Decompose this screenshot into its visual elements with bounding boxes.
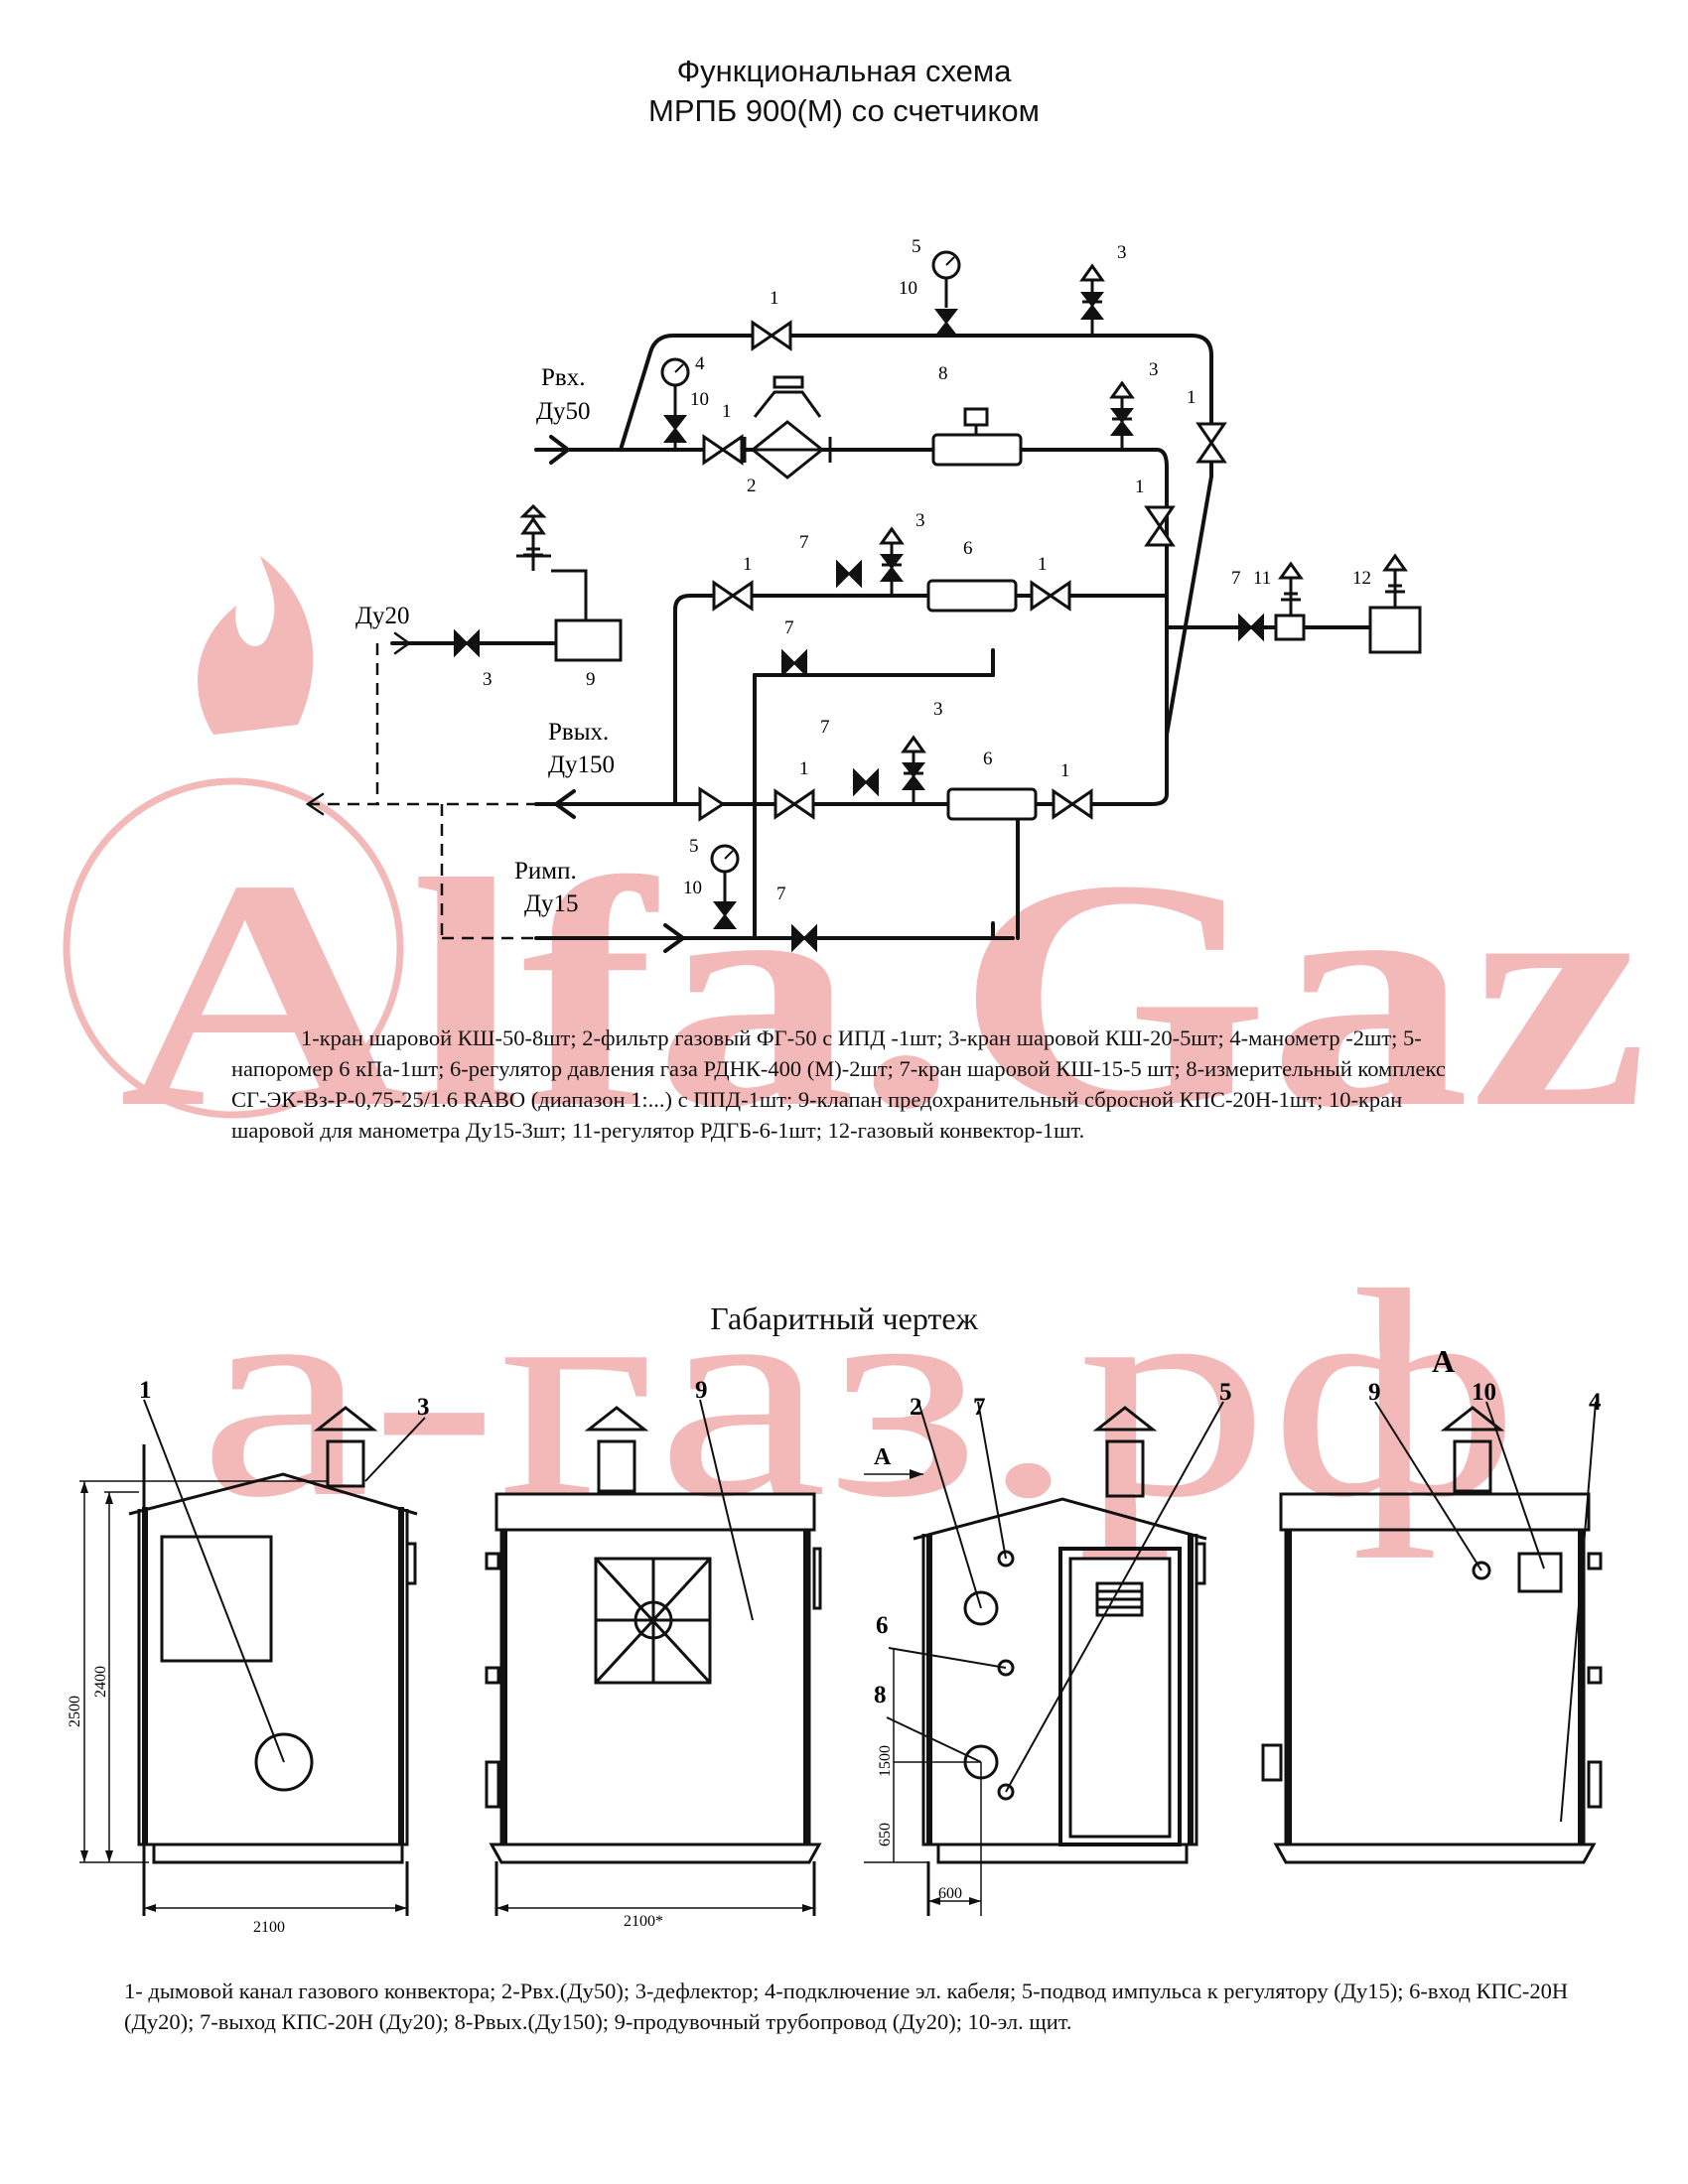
marker-9: 9 (586, 669, 596, 690)
marker-4: 4 (695, 353, 705, 374)
marker-10: 10 (683, 878, 702, 898)
marker-1: 1 (743, 554, 753, 575)
part-6: 6 (876, 1612, 889, 1639)
dim-2400: 2400 (92, 1666, 109, 1698)
marker-7: 7 (784, 617, 794, 638)
vent-size: Ду20 (355, 603, 410, 629)
watermark-flame-icon (198, 556, 314, 735)
marker-8: 8 (938, 363, 948, 384)
marker-3: 3 (1117, 242, 1127, 263)
part-7: 7 (973, 1394, 986, 1421)
view-arrow-label: А (874, 1444, 892, 1470)
marker-3: 3 (933, 699, 943, 720)
watermark-ring (63, 777, 404, 1119)
marker-5: 5 (912, 236, 921, 257)
dim-2500: 2500 (67, 1696, 83, 1727)
part-9-back: 9 (1368, 1379, 1381, 1406)
marker-7: 7 (799, 532, 809, 553)
dim-2100-star: 2100* (624, 1913, 663, 1930)
marker-1: 1 (799, 758, 809, 779)
marker-6: 6 (963, 538, 973, 559)
marker-1: 1 (1187, 387, 1196, 408)
dim-650: 650 (877, 1823, 894, 1846)
marker-12: 12 (1352, 568, 1371, 589)
view-side-left (128, 1406, 418, 1916)
impulse-size: Ду15 (524, 890, 579, 917)
marker-7: 7 (1231, 568, 1241, 589)
marker-1: 1 (770, 288, 779, 309)
view-letter: А (1432, 1350, 1455, 1379)
marker-3: 3 (915, 510, 925, 531)
dimension-drawing: 2500 2400 2100 2100* 1500 650 600 1 3 9 … (67, 1350, 1603, 1936)
part-9: 9 (695, 1377, 708, 1404)
outlet-size: Ду150 (548, 751, 615, 778)
outlet-label: Рвых. (548, 719, 609, 746)
marker-11: 11 (1253, 568, 1271, 589)
part-4: 4 (1589, 1389, 1602, 1416)
marker-10: 10 (690, 389, 709, 410)
inlet-size: Ду50 (536, 398, 591, 425)
part-10: 10 (1472, 1379, 1496, 1406)
filter-symbol (743, 375, 832, 479)
watermark-logo: Alfa.Gaz (119, 813, 1648, 1175)
marker-7: 7 (776, 884, 786, 904)
marker-6: 6 (983, 749, 993, 769)
dim-600: 600 (938, 1885, 962, 1902)
part-2: 2 (910, 1394, 922, 1421)
view-side-right (913, 1406, 1207, 1916)
inlet-label: Рвх. (541, 364, 585, 391)
view-back (1261, 1406, 1603, 1864)
marker-10: 10 (899, 278, 917, 299)
impulse-label: Римп. (514, 858, 577, 885)
part-1: 1 (139, 1377, 152, 1404)
marker-1: 1 (722, 401, 732, 422)
part-3: 3 (417, 1394, 430, 1421)
marker-7: 7 (820, 717, 830, 738)
drawing-title: Габаритный чертеж (710, 1300, 978, 1336)
scheme-legend: 1-кран шаровой КШ-50-8шт; 2-фильтр газов… (231, 1025, 1446, 1143)
marker-1: 1 (1135, 477, 1145, 497)
scheme-title-line2: МРПБ 900(М) со счетчиком (648, 93, 1040, 128)
marker-2: 2 (747, 476, 757, 496)
marker-5: 5 (689, 836, 699, 857)
marker-1: 1 (1038, 554, 1048, 575)
functional-scheme: Рвх. Ду50 Рвых. Ду150 Римп. Ду15 Ду20 1 … (305, 236, 1422, 953)
drawing-legend: 1- дымовой канал газового конвектора; 2-… (124, 1979, 1569, 2034)
part-5: 5 (1219, 1379, 1232, 1406)
marker-3: 3 (1149, 359, 1159, 380)
scheme-title-line1: Функциональная схема (676, 54, 1012, 88)
part-8: 8 (874, 1682, 887, 1708)
watermark-site: а-газ.рф (199, 1229, 1519, 1560)
view-front (485, 1406, 822, 1916)
marker-1: 1 (1060, 760, 1070, 781)
dim-2100: 2100 (253, 1919, 285, 1936)
marker-3: 3 (483, 669, 492, 690)
dim-1500: 1500 (877, 1745, 894, 1777)
